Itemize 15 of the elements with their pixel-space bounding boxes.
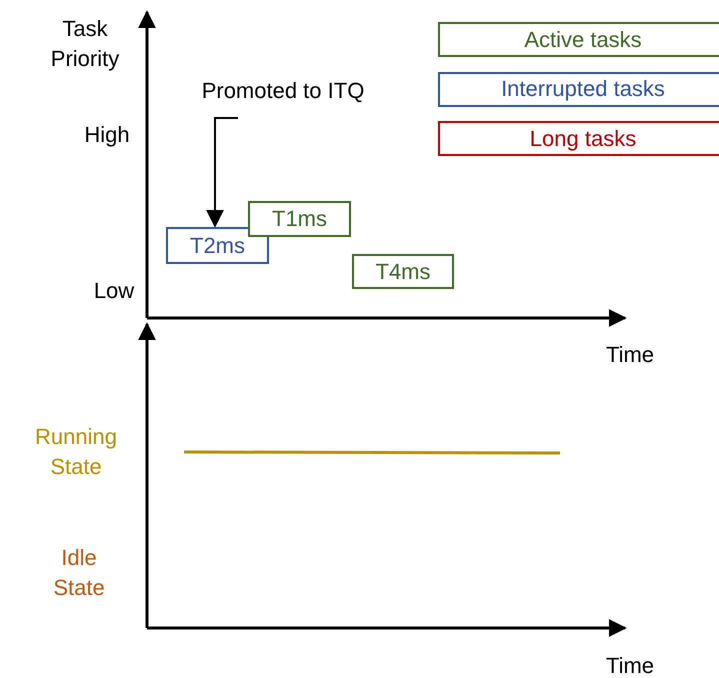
legend-item: Active tasks — [438, 22, 719, 57]
annotation-text: Promoted to ITQ — [200, 76, 366, 142]
axis-tick-label: Low — [92, 277, 136, 305]
axis-title: Time — [604, 652, 656, 678]
state-label: Running State — [34, 423, 118, 481]
axis-tick-label: High — [83, 121, 131, 149]
state-label: Idle State — [52, 544, 106, 602]
task-box: T1ms — [248, 201, 351, 237]
axis-title: Time — [604, 341, 656, 369]
arrow — [206, 117, 238, 228]
legend-item: Interrupted tasks — [438, 72, 719, 106]
task-box: T2ms — [166, 227, 269, 264]
legend-item: Long tasks — [438, 121, 719, 156]
axis-title: Task Priority — [50, 15, 120, 73]
task-box: T4ms — [352, 254, 454, 289]
